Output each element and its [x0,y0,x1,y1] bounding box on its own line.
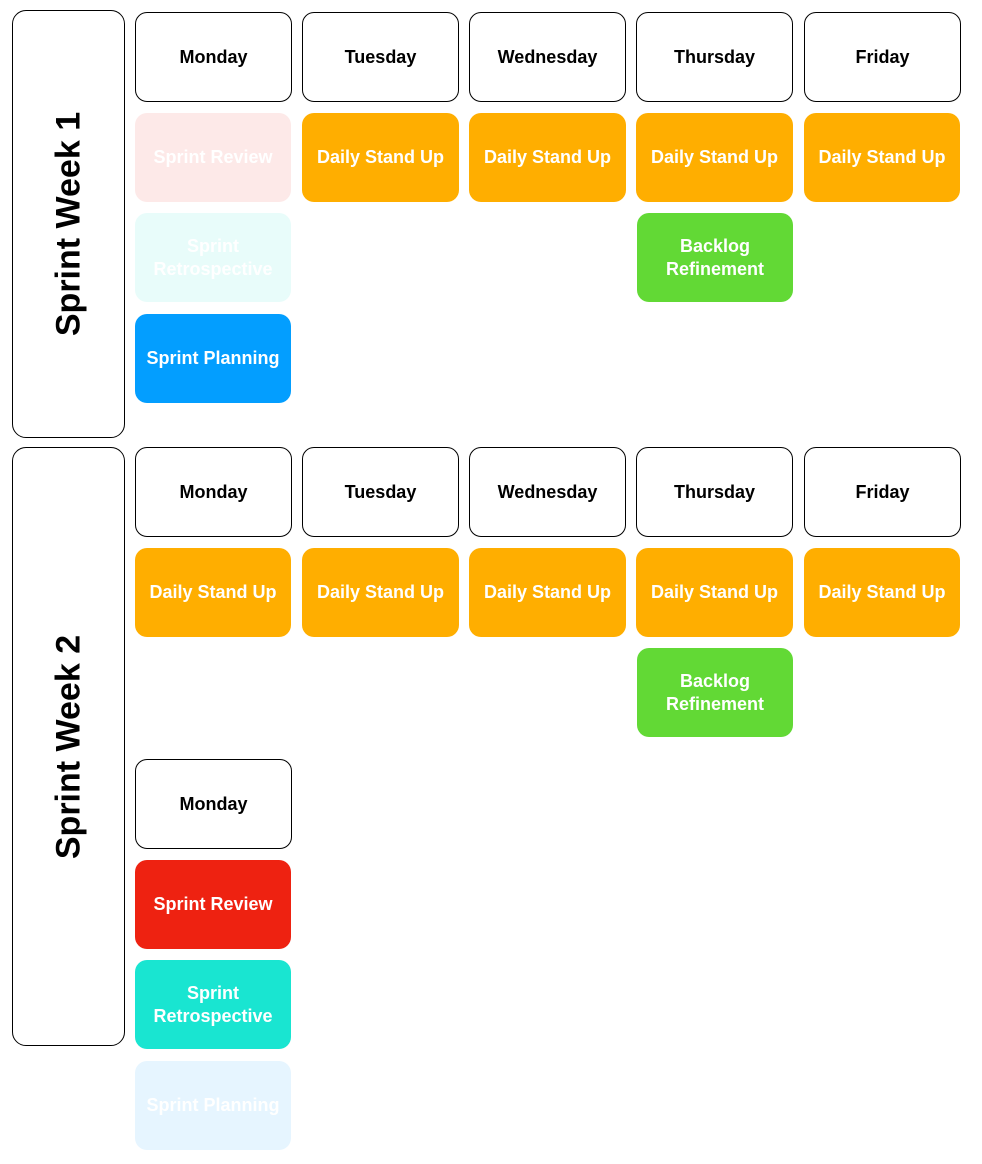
week-2-standup-thursday: Daily Stand Up [636,548,793,637]
sprint-week-1-label: Sprint Week 1 [49,111,87,337]
week-2-day-monday: Monday [135,447,292,537]
week-2-standup-friday: Daily Stand Up [804,548,960,637]
week-1-day-tuesday: Tuesday [302,12,459,102]
sprint-week-2-label: Sprint Week 2 [49,634,87,859]
next-sprint-review: Sprint Review [135,860,291,949]
week-2-day-friday: Friday [804,447,961,537]
week-1-standup-thursday: Daily Stand Up [636,113,793,202]
week-2-standup-monday: Daily Stand Up [135,548,291,637]
week-1-day-friday: Friday [804,12,961,102]
next-sprint-retrospective: Sprint Retrospective [135,960,291,1049]
week-1-standup-wednesday: Daily Stand Up [469,113,626,202]
week-1-day-thursday: Thursday [636,12,793,102]
week-1-backlog-refinement: Backlog Refinement [637,213,793,302]
week-1-standup-tuesday: Daily Stand Up [302,113,459,202]
sprint-week-2-container: Sprint Week 2 [12,447,125,1046]
week-2-day-thursday: Thursday [636,447,793,537]
week-1-day-wednesday: Wednesday [469,12,626,102]
next-sprint-planning-faded: Sprint Planning [135,1061,291,1150]
week-1-sprint-planning: Sprint Planning [135,314,291,403]
week-1-day-monday: Monday [135,12,292,102]
week-1-sprint-review-faded: Sprint Review [135,113,291,202]
week-2-standup-tuesday: Daily Stand Up [302,548,459,637]
week-1-standup-friday: Daily Stand Up [804,113,960,202]
next-monday-day: Monday [135,759,292,849]
week-1-sprint-retrospective-faded: Sprint Retrospective [135,213,291,302]
week-2-backlog-refinement: Backlog Refinement [637,648,793,737]
week-2-day-wednesday: Wednesday [469,447,626,537]
week-2-standup-wednesday: Daily Stand Up [469,548,626,637]
week-2-day-tuesday: Tuesday [302,447,459,537]
sprint-week-1-container: Sprint Week 1 [12,10,125,438]
